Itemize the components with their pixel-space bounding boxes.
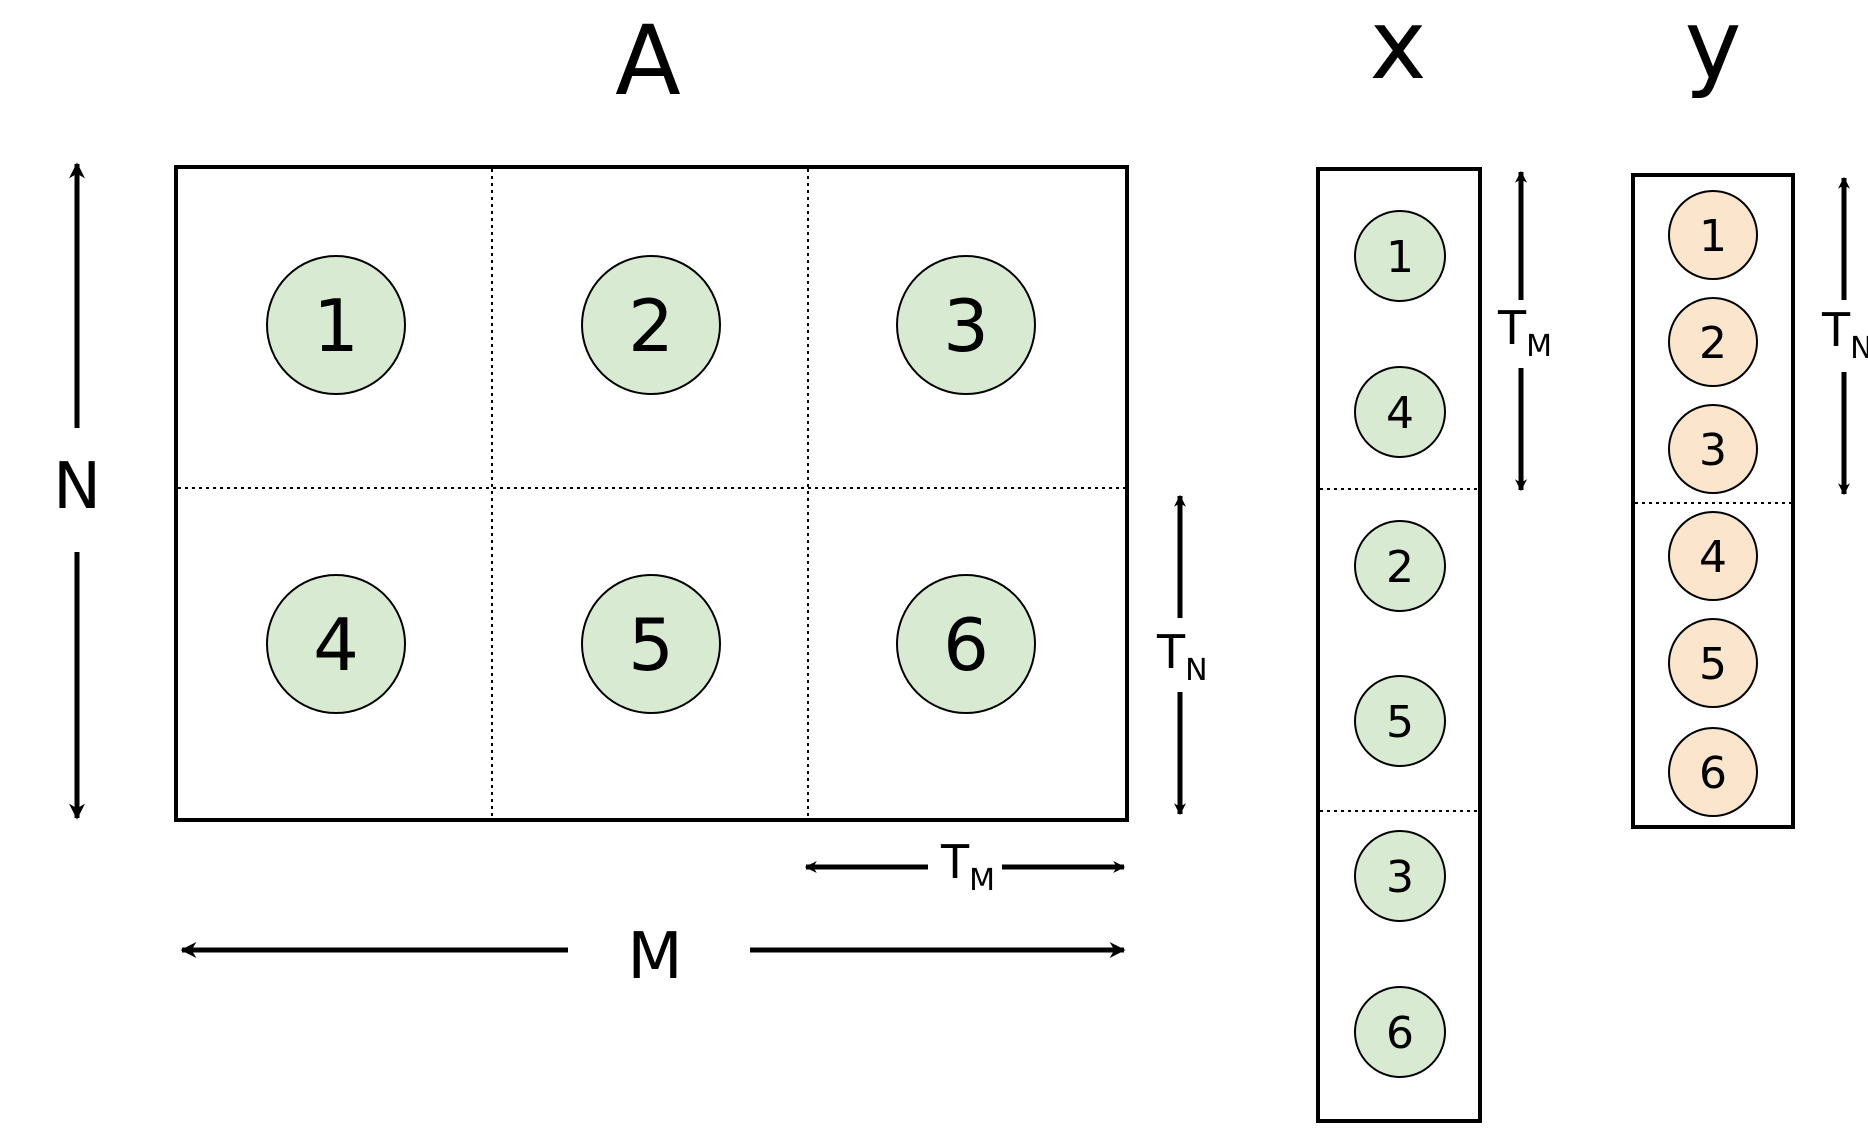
matrix-tile-label: 4 <box>313 603 359 687</box>
vector-y-item: 4 <box>1668 511 1758 601</box>
matrix-tile-label: 1 <box>313 284 359 368</box>
matrix-tiles: 1 2 3 4 5 6 <box>266 255 1036 714</box>
matrix-tile: 2 <box>581 255 721 395</box>
vector-x-item-label: 6 <box>1386 1008 1414 1059</box>
vector-y-item-label: 3 <box>1699 425 1727 476</box>
matrix-tile-circle <box>266 574 406 714</box>
matrix-tile-circle <box>896 255 1036 395</box>
matrix-tile-label: 3 <box>943 284 989 368</box>
vector-x-item-label: 2 <box>1386 542 1414 593</box>
vector-y-item-circle <box>1668 297 1758 387</box>
vector-x-items: 1 4 2 5 3 6 <box>1354 210 1446 1078</box>
vector-y-item-label: 6 <box>1699 748 1727 799</box>
vector-y-frame <box>1631 173 1795 829</box>
vector-x-item: 3 <box>1354 830 1446 922</box>
row-dimension-label: N <box>53 450 101 524</box>
tile-rows-label: TN <box>1156 625 1208 688</box>
vector-x-item-label: 5 <box>1386 697 1414 748</box>
vector-y-item-label: 2 <box>1699 318 1727 369</box>
vector-y-item-circle <box>1668 190 1758 280</box>
matrix-frame <box>174 165 1129 822</box>
matrix-tile: 4 <box>266 574 406 714</box>
matrix-tile-circle <box>581 255 721 395</box>
vector-y-item: 1 <box>1668 190 1758 280</box>
col-dimension-label: M <box>627 920 682 994</box>
vector-x-item-circle <box>1354 520 1446 612</box>
vector-y-item-label: 4 <box>1699 532 1727 583</box>
matrix-tile-circle <box>896 574 1036 714</box>
vector-x-item: 1 <box>1354 210 1446 302</box>
vector-x-item-circle <box>1354 830 1446 922</box>
vector-x-frame <box>1316 167 1482 1123</box>
vector-x-tile-label: TM <box>1497 301 1552 364</box>
vector-y-tile-label: TN <box>1821 303 1868 366</box>
vector-x-item-circle <box>1354 675 1446 767</box>
vector-x-item: 4 <box>1354 366 1446 458</box>
vector-y-item: 2 <box>1668 297 1758 387</box>
matrix-tile-label: 2 <box>628 284 674 368</box>
matrix-tile-label: 5 <box>628 603 674 687</box>
matrix-tile: 5 <box>581 574 721 714</box>
vector-x-item-label: 4 <box>1386 388 1414 439</box>
vector-y-item-circle <box>1668 404 1758 494</box>
vector-y-item-circle <box>1668 727 1758 817</box>
vector-x-item-label: 3 <box>1386 852 1414 903</box>
vector-y-items: 1 2 3 4 5 6 <box>1668 190 1758 817</box>
vector-x-item-label: 1 <box>1386 232 1414 283</box>
vector-x-item-circle <box>1354 986 1446 1078</box>
vector-y-item-label: 5 <box>1699 639 1727 690</box>
vector-x-item-circle <box>1354 210 1446 302</box>
matrix-tile: 6 <box>896 574 1036 714</box>
tile-cols-label: TM <box>940 835 995 898</box>
vector-y-item: 6 <box>1668 727 1758 817</box>
vector-x-item: 6 <box>1354 986 1446 1078</box>
vector-x-item-circle <box>1354 366 1446 458</box>
vector-x-title: x <box>1370 0 1427 101</box>
matrix-tile-circle <box>581 574 721 714</box>
matrix-tile: 1 <box>266 255 406 395</box>
matrix-tile-label: 6 <box>943 603 989 687</box>
matrix-title: A <box>615 5 681 117</box>
vector-y-item-circle <box>1668 511 1758 601</box>
vector-y-item: 3 <box>1668 404 1758 494</box>
matrix-tile-circle <box>266 255 406 395</box>
vector-y-item-label: 1 <box>1699 211 1727 262</box>
vector-y-item-circle <box>1668 618 1758 708</box>
vector-y-item: 5 <box>1668 618 1758 708</box>
vector-x-item: 2 <box>1354 520 1446 612</box>
matrix-tile: 3 <box>896 255 1036 395</box>
vector-x-item: 5 <box>1354 675 1446 767</box>
vector-y-title: y <box>1685 0 1742 101</box>
